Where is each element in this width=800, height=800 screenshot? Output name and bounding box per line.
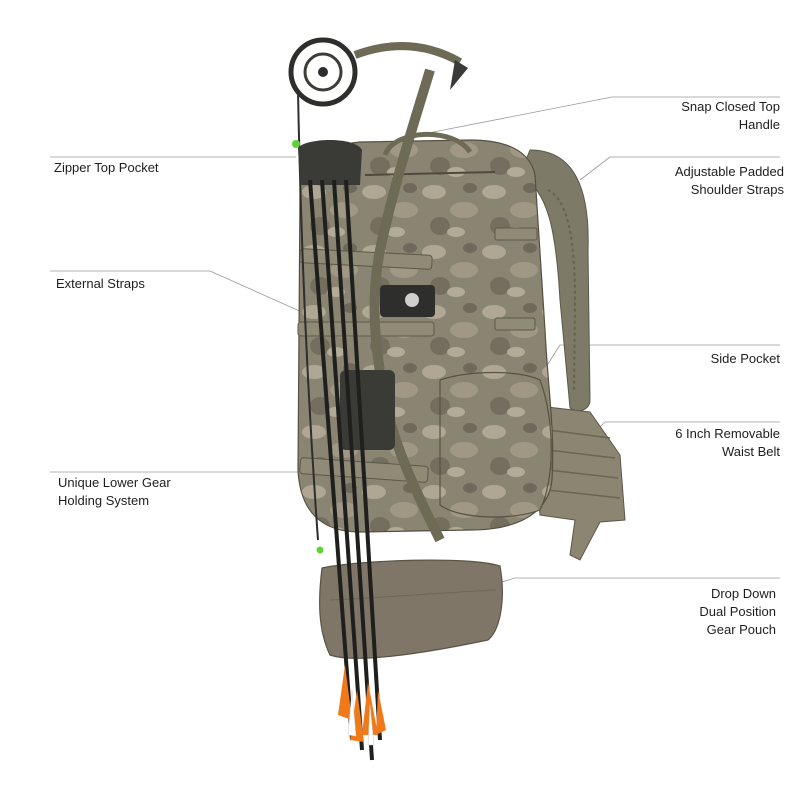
zipper-top-pocket <box>364 171 496 176</box>
label-external-straps: External Straps <box>56 276 145 291</box>
label-snap-top-handle: Snap Closed Top Handle <box>681 99 780 132</box>
leader-snap-handle-a <box>417 96 613 136</box>
waist-belt <box>529 404 626 561</box>
top-handle <box>382 131 473 157</box>
label-lower-gear-system: Unique Lower Gear Holding System <box>58 475 171 508</box>
leader-shoulder-a <box>579 156 611 181</box>
compound-bow-illustration <box>288 37 468 543</box>
gear-pouch <box>319 559 503 659</box>
label-gear-pouch: Drop Down Dual Position Gear Pouch <box>699 586 776 637</box>
label-zipper-top-pocket: Zipper Top Pocket <box>54 160 159 175</box>
side-pocket <box>439 371 552 518</box>
quiver-hood <box>298 140 362 185</box>
shoulder-strap <box>519 149 591 412</box>
label-side-pocket: Side Pocket <box>710 351 780 366</box>
arrows-illustration <box>292 140 386 761</box>
label-shoulder-straps: Adjustable Padded Shoulder Straps <box>674 164 784 197</box>
label-waist-belt: 6 Inch Removable Waist Belt <box>675 426 780 459</box>
external-straps <box>297 227 538 483</box>
